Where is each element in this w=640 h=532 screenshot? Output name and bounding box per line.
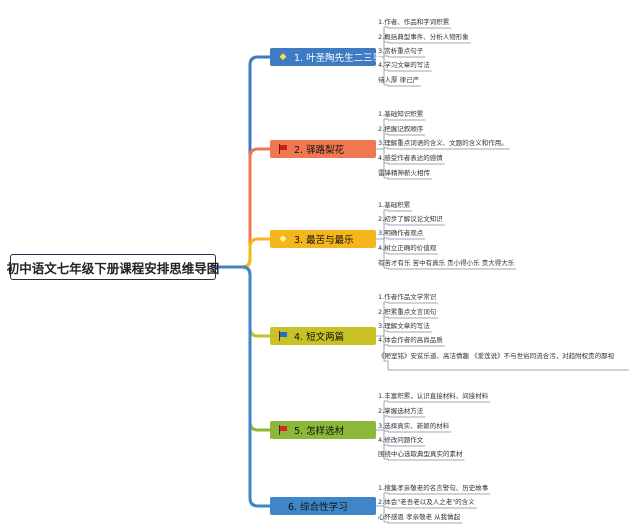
connector-leaf: [384, 26, 389, 28]
leaf-item: 1.基础积累: [378, 201, 411, 209]
connector-leaf: [384, 458, 389, 460]
branch-label: 6. 综合性学习: [288, 502, 348, 513]
branch-label: 2. 驿路梨花: [294, 145, 345, 156]
leaf-item: 1.作者作品文学常识: [378, 293, 437, 301]
connector-leaf: [384, 177, 389, 179]
leaf-item: 待人厚 律己严: [378, 76, 420, 84]
leaf-item: 围绕中心选取典型真实的素材: [378, 450, 463, 458]
leaf-item: 4.学习文章的写法: [378, 61, 430, 69]
connector-leaf: [384, 330, 389, 332]
branch-node: 4. 短文两篇: [270, 327, 376, 345]
leaf-item: 2.掌握选材方法: [378, 407, 424, 415]
connector-leaf: [384, 69, 389, 71]
connector-leaf: [384, 360, 389, 370]
connector-leaf: [384, 223, 389, 225]
connector-leaf: [384, 344, 389, 346]
branch-node: 6. 综合性学习: [270, 497, 376, 515]
connector-root-branch: [216, 237, 270, 269]
connector-root-branch: [216, 147, 270, 269]
root-node: 初中语文七年级下册课程安排思维导图: [7, 254, 219, 280]
branch-label: 4. 短文两篇: [294, 332, 345, 343]
leaf-item: 1.丰富积累，认识直接材料、间接材料: [378, 392, 489, 400]
flag-icon: [278, 331, 288, 341]
connector-leaf: [384, 316, 389, 318]
connector-leaf: [384, 162, 389, 164]
connector-root-branch: [216, 55, 270, 269]
branch-node: 2. 驿路梨花: [270, 140, 376, 158]
leaf-item: 4.树立正确的价值观: [378, 244, 437, 252]
leaf-item: 心怀感恩 孝亲敬老 从我做起: [378, 513, 461, 521]
leaf-item: 2.体会"老吾老以及人之老"的含义: [378, 498, 475, 506]
leaf-item: 4.感受作者表达的感情: [378, 154, 443, 162]
leaf-item: 3.理解重点词语的含义、文题的含义和作用。: [378, 139, 508, 147]
gem-icon: ◆: [279, 52, 287, 62]
branch-node: 5. 怎样选材: [270, 421, 376, 439]
branch-label: 5. 怎样选材: [294, 426, 345, 437]
root-node-label: 初中语文七年级下册课程安排思维导图: [6, 260, 220, 276]
connector-root-branch: [216, 265, 270, 338]
leaf-item: 1.作者、作品和字词积累: [378, 18, 450, 26]
leaf-item: 4.体会作者的高尚品质: [378, 336, 443, 344]
connector-leaf: [384, 55, 389, 57]
leaf-item: 2.积累重点文言词句: [378, 308, 437, 316]
connector-leaf: [384, 444, 389, 446]
connector-root-branch: [216, 265, 270, 432]
leaf-item: 1.搜集孝亲敬老的名言警句、历史故事: [378, 484, 489, 492]
leaf-item: 2.把握记叙顺序: [378, 125, 424, 133]
gem-icon: ◆: [279, 234, 287, 244]
leaf-item: 3.明确作者观点: [378, 229, 424, 237]
leaf-item: 4.修改问题作文: [378, 436, 424, 444]
branch-label: 1. 叶圣陶先生二三事: [294, 53, 383, 64]
leaf-item: 3.赏析重点句子: [378, 47, 424, 55]
leaf-item: 有苦才有乐 苦中有真乐 责小得小乐 责大得大乐: [378, 259, 515, 267]
leaf-item: 2.概括典型事件、分析人物形象: [378, 33, 469, 41]
leaf-item: 1.基础知识积累: [378, 110, 424, 118]
branch-node: ◆ 3. 最苦与最乐: [270, 230, 376, 248]
connector-leaf: [384, 430, 389, 432]
leaf-item: 3.理解文章的写法: [378, 322, 430, 330]
connector-leaf: [384, 147, 389, 149]
leaf-item: 3.选择真实、新颖的材料: [378, 422, 450, 430]
connector-leaf: [384, 521, 389, 523]
branch-node: ◆ 1. 叶圣陶先生二三事: [270, 48, 382, 66]
flag-icon: [278, 144, 288, 154]
connector-leaf: [384, 301, 389, 303]
connector-leaf: [384, 267, 389, 269]
branch-label: 3. 最苦与最乐: [294, 235, 354, 246]
connector-leaf: [384, 415, 389, 417]
connector-leaf: [384, 400, 389, 402]
connector-leaf: [384, 133, 389, 135]
flag-icon: [278, 425, 288, 435]
connector-leaf: [384, 41, 389, 43]
connector-leaf: [384, 118, 389, 120]
connector-leaf: [384, 506, 389, 508]
connector-leaf: [384, 252, 389, 254]
connector-leaf: [384, 237, 389, 239]
leaf-item: 雷锋精神薪火相传: [378, 169, 430, 177]
connector-root-branch: [216, 265, 270, 508]
leaf-item: 《陋室铭》安贫乐道、高洁情趣 《爱莲说》不与世俗同流合污，对趋附权贵的鄙视: [378, 352, 615, 360]
connector-leaf: [384, 492, 389, 494]
connector-leaf: [384, 84, 389, 86]
connector-leaf: [384, 209, 389, 211]
leaf-item: 2.初步了解议论文知识: [378, 215, 443, 223]
